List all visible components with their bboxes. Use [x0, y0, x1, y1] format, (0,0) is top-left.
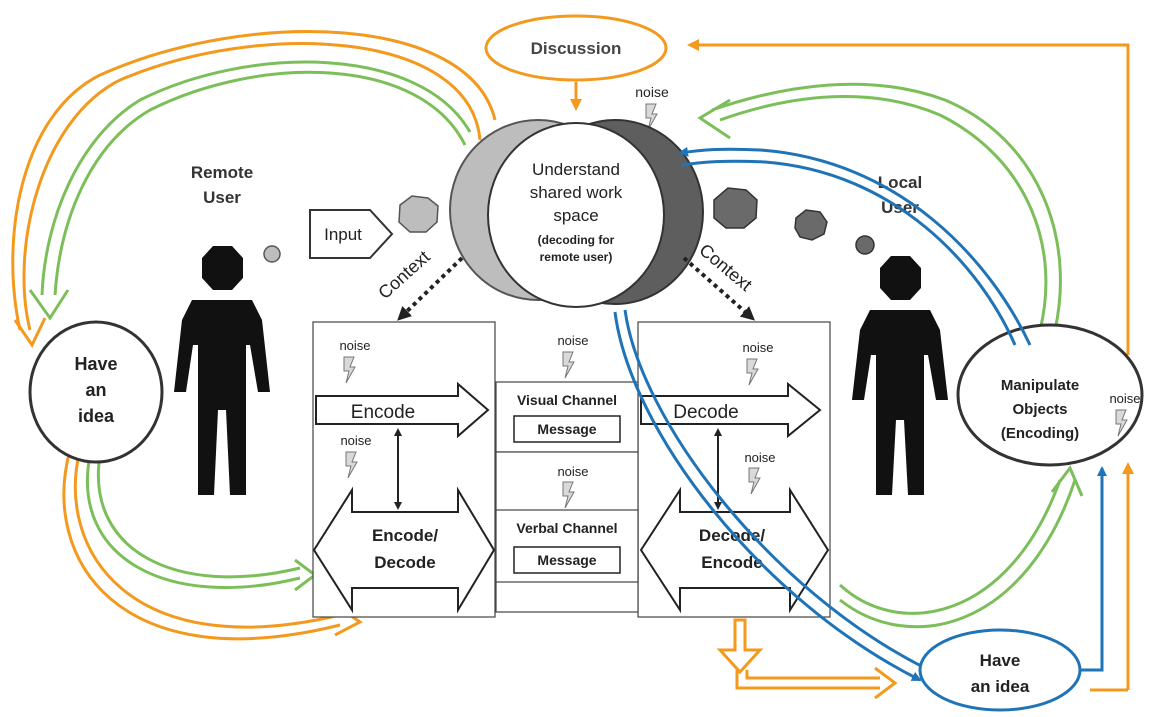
have-idea-right-line-1: Have — [980, 651, 1021, 670]
green-left-loop-inner — [40, 60, 472, 296]
noise-label-verbal: noise — [557, 464, 588, 479]
thought-bubble-right-small — [855, 235, 875, 255]
remote-user-person-icon — [174, 246, 270, 495]
local-user-line-1: Local — [878, 173, 922, 192]
green-right-loop-outer — [719, 95, 1048, 331]
visual-message-box — [513, 415, 621, 443]
have-idea-left-node — [28, 320, 164, 464]
understand-line-4: (decoding for — [538, 233, 615, 247]
have-idea-left-line-2: an — [85, 380, 106, 400]
green-bottom-left-outer — [86, 454, 301, 590]
orange-bottom-left-outer — [62, 449, 341, 641]
orange-right-block-head — [874, 666, 898, 700]
decode-encode-line-2: Encode — [701, 553, 762, 572]
understand-line-5: remote user) — [540, 250, 613, 264]
manipulate-line-3: (Encoding) — [1001, 425, 1079, 442]
have-idea-right-node — [918, 628, 1082, 712]
encode-decode-line-2: Decode — [374, 553, 435, 572]
orange-bottom-left-inner — [73, 449, 341, 629]
understand-line-2: shared work — [530, 183, 623, 202]
orange-down-block-arrow — [716, 618, 764, 675]
blue-arrow-space-to-idea — [613, 311, 922, 682]
noise-label-visual: noise — [557, 333, 588, 348]
remote-user-line-2: User — [203, 188, 241, 207]
green-right-loop-inner — [711, 82, 1062, 331]
shared-space-node — [487, 122, 665, 308]
green-bottom-left-inner — [96, 454, 301, 579]
verbal-message-box — [513, 546, 621, 574]
remote-user-line-1: Remote — [191, 163, 253, 182]
manipulate-line-1: Manipulate — [1001, 377, 1079, 394]
orange-right-block-arrow — [735, 670, 880, 690]
orange-feedback-arrows — [11, 30, 1134, 700]
context-label-left: Context — [374, 247, 433, 303]
green-left-loop-outer — [53, 70, 467, 296]
decode-label: Decode — [673, 402, 739, 423]
understand-line-1: Understand — [532, 160, 620, 179]
orange-left-loop-head — [13, 317, 47, 348]
discussion-label: Discussion — [531, 39, 622, 58]
decode-encode-arrow — [639, 486, 830, 614]
context-arrow-left — [397, 256, 464, 321]
context-arrow-right — [682, 256, 755, 321]
context-label-right: Context — [695, 240, 755, 295]
noise-label-top: noise — [635, 84, 669, 100]
green-bottom-right-inner — [839, 479, 1077, 629]
encode-decode-arrow — [312, 486, 496, 614]
orange-arrow-to-discussion — [687, 39, 1130, 355]
encode-label: Encode — [351, 402, 415, 423]
blue-arrow-manipulate-to-space — [678, 146, 1032, 346]
decode-arrow — [640, 381, 822, 439]
discussion-node — [484, 14, 668, 82]
green-right-loop-head — [697, 98, 731, 140]
verbal-message-label: Message — [537, 552, 596, 568]
have-idea-left-line-1: Have — [74, 354, 117, 374]
noise-label-left-1: noise — [339, 338, 370, 353]
noise-label-manipulate: noise — [1109, 391, 1140, 406]
input-node — [309, 209, 394, 259]
visual-message-label: Message — [537, 421, 596, 437]
have-idea-left-line-3: idea — [78, 406, 115, 426]
understand-line-3: space — [553, 206, 598, 225]
manipulate-objects-node — [956, 323, 1144, 467]
green-feedback-arrows — [28, 60, 1084, 629]
noise-bolt-visual-icon — [562, 351, 575, 379]
visual-channel-label: Visual Channel — [517, 392, 617, 408]
noise-label-right-2: noise — [744, 450, 775, 465]
green-bottom-right-head — [1050, 465, 1084, 497]
input-label: Input — [324, 225, 362, 244]
thought-bubble-right-large — [713, 187, 758, 229]
thought-bubble-left-small — [263, 245, 281, 263]
encode-decode-line-1: Encode/ — [372, 526, 438, 545]
encode-arrow — [315, 381, 490, 439]
blue-arrow-space-to-idea-inner — [623, 309, 926, 670]
manipulate-line-2: Objects — [1012, 401, 1067, 418]
blue-feedback-arrows — [613, 146, 1107, 682]
have-idea-right-line-2: an idea — [971, 677, 1030, 696]
noise-label-right-1: noise — [742, 340, 773, 355]
local-user-person-icon — [852, 256, 948, 495]
decode-encode-line-1: Decode/ — [699, 526, 765, 545]
noise-label-left-2: noise — [340, 433, 371, 448]
blue-arrow-manipulate-to-space-inner — [681, 159, 1017, 346]
thought-bubble-right-medium — [794, 209, 828, 241]
thought-bubble-left-large — [398, 195, 439, 233]
green-bottom-left-head — [294, 558, 318, 592]
orange-left-loop-inner — [11, 30, 497, 331]
verbal-channel-label: Verbal Channel — [516, 520, 617, 536]
green-bottom-right-outer — [838, 479, 1062, 615]
blue-arrow-idea-to-manipulate — [1075, 466, 1107, 672]
orange-left-loop-outer — [22, 42, 482, 331]
green-left-loop-head — [28, 289, 70, 321]
